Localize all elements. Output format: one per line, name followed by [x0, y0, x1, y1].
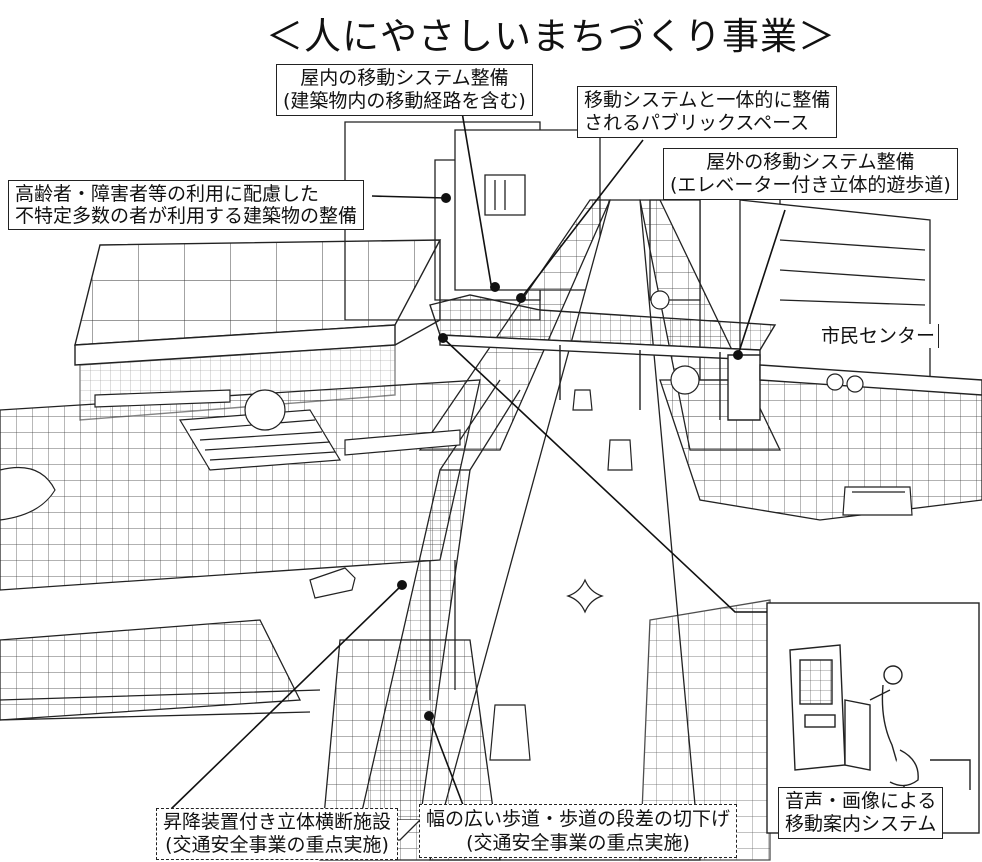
page-title: ＜人にやさしいまちづくり事業＞ [266, 15, 836, 58]
label-public-line1: 移動システムと一体的に整備 [584, 89, 831, 111]
label-indoor-line2: (建築物内の移動経路を含む) [283, 90, 526, 112]
label-outdoor-line1: 屋外の移動システム整備 [706, 151, 915, 173]
label-guide-line2: 移動案内システム [785, 813, 937, 835]
label-grade-separated-crossing: 昇降装置付き立体横断施設 (交通安全事業の重点実施) [156, 808, 399, 860]
guidance-kiosk-inset [766, 602, 980, 834]
label-crossing-line1: 昇降装置付き立体横断施設 [163, 811, 392, 833]
label-outdoor-line2: (エレベーター付き立体的遊歩道) [670, 174, 951, 196]
label-guidance-system: 音声・画像による 移動案内システム [778, 787, 944, 839]
label-wide-sidewalk: 幅の広い歩道・歩道の段差の切下げ (交通安全事業の重点実施) [419, 804, 738, 858]
label-public-line2: されるパブリックスペース [584, 112, 810, 134]
trees [0, 290, 864, 521]
label-outdoor-movement: 屋外の移動システム整備 (エレベーター付き立体的遊歩道) [663, 148, 958, 200]
label-building-line1: 高齢者・障害者等の利用に配慮した [15, 183, 320, 205]
callout-dots [397, 193, 743, 721]
label-crossing-line2: (交通安全事業の重点実施) [165, 834, 389, 856]
elevated-walkway [429, 294, 982, 421]
label-sidewalk-line1: 幅の広い歩道・歩道の段差の切下げ [426, 808, 731, 830]
vehicles [309, 389, 913, 761]
label-building-line2: 不特定多数の者が利用する建築物の整備 [15, 205, 358, 227]
label-indoor-movement: 屋内の移動システム整備 (建築物内の移動経路を含む) [276, 64, 533, 116]
label-public-space: 移動システムと一体的に整備 されるパブリックスペース [577, 86, 838, 138]
label-guide-line1: 音声・画像による [785, 790, 937, 812]
label-sidewalk-line2: (交通安全事業の重点実施) [466, 832, 690, 854]
label-civic-center: 市民センター [818, 324, 940, 348]
leader-lines [169, 111, 786, 811]
civic-center-text: 市民センター [821, 325, 936, 347]
intersection-marker [566, 578, 604, 614]
label-indoor-line1: 屋内の移動システム整備 [300, 67, 509, 89]
label-accessible-building: 高齢者・障害者等の利用に配慮した 不特定多数の者が利用する建築物の整備 [8, 180, 365, 230]
